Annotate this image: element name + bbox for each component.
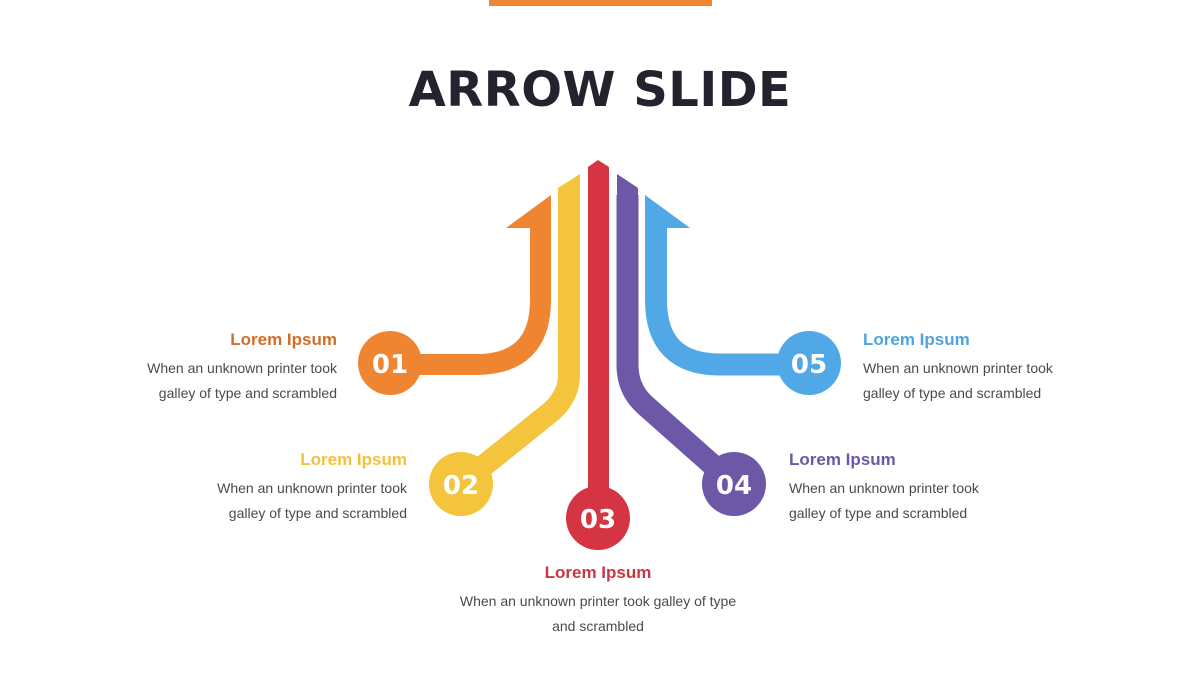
step-number-02: 02	[443, 471, 479, 501]
step-desc-04-line2: galley of type and scrambled	[789, 505, 968, 521]
step-text-05: Lorem Ipsum When an unknown printer took…	[863, 330, 1083, 406]
step-circle-05	[777, 331, 841, 395]
step-circle-03	[566, 486, 630, 550]
arrow-path-03	[588, 195, 609, 495]
branch-01: 01	[358, 195, 551, 395]
step-desc-01-line2: galley of type and scrambled	[158, 385, 337, 401]
step-desc-05-line2: galley of type and scrambled	[863, 385, 1042, 401]
arrow-path-04	[616, 195, 742, 493]
step-heading-03: Lorem Ipsum	[544, 563, 652, 582]
step-number-01: 01	[372, 350, 408, 380]
branch-04: 04	[616, 174, 766, 516]
branch-02: 02	[429, 174, 580, 516]
step-desc-02-line2: galley of type and scrambled	[228, 505, 407, 521]
slide-title: ARROW SLIDE	[408, 62, 792, 118]
arrowhead-segment-02	[558, 174, 580, 200]
step-desc-05-line1: When an unknown printer took	[863, 360, 1053, 376]
arrow-path-05	[645, 228, 809, 376]
arrow-path-02	[454, 195, 580, 493]
step-heading-01: Lorem Ipsum	[230, 330, 337, 349]
step-heading-02: Lorem Ipsum	[300, 450, 407, 469]
branch-03: 03	[566, 160, 630, 550]
step-desc-04-line1: When an unknown printer took	[789, 480, 979, 496]
step-circle-02	[429, 452, 493, 516]
arrowhead-segment-03	[588, 160, 609, 200]
branch-05: 05	[645, 195, 841, 395]
step-circle-04	[702, 452, 766, 516]
arrowhead-segment-04	[617, 174, 638, 200]
step-text-03: Lorem Ipsum When an unknown printer took…	[440, 563, 756, 639]
step-number-04: 04	[716, 471, 752, 501]
step-desc-03-line2: and scrambled	[552, 618, 644, 634]
step-text-02: Lorem Ipsum When an unknown printer took…	[200, 450, 407, 526]
step-desc-02-line1: When an unknown printer took	[217, 480, 407, 496]
step-circle-01	[358, 331, 422, 395]
step-number-05: 05	[791, 350, 827, 380]
step-number-03: 03	[580, 505, 616, 535]
arrow-path-01	[390, 228, 551, 375]
step-heading-04: Lorem Ipsum	[789, 450, 896, 469]
step-heading-05: Lorem Ipsum	[863, 330, 970, 349]
step-desc-03-line1: When an unknown printer took galley of t…	[459, 593, 737, 609]
step-text-01: Lorem Ipsum When an unknown printer took…	[130, 330, 337, 406]
step-text-04: Lorem Ipsum When an unknown printer took…	[789, 450, 1009, 526]
step-desc-01-line1: When an unknown printer took	[147, 360, 337, 376]
accent-bar	[489, 0, 712, 6]
